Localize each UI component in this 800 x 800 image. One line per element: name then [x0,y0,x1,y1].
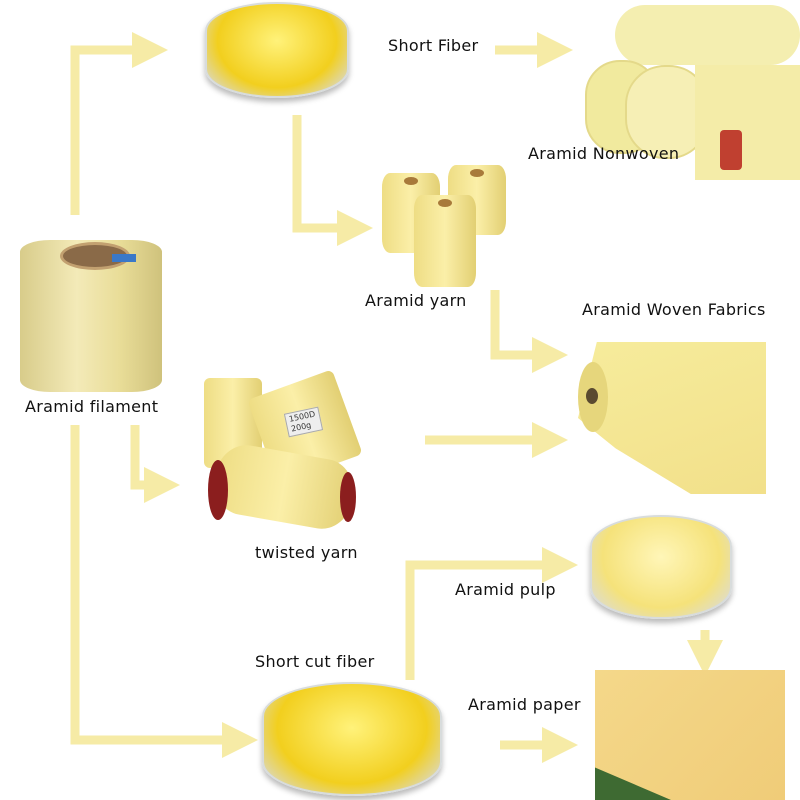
arrow-yarn-to-woven [490,290,568,373]
label-yarn: Aramid yarn [365,291,467,310]
label-short-fiber: Short Fiber [388,36,479,55]
arrow-filament-to-short-cut [70,425,258,758]
twisted-yarn-spools-image: 1500D 200g [200,369,363,535]
woven-fabric-roll-image [578,322,766,494]
label-nonwoven: Aramid Nonwoven [528,144,680,163]
label-twisted: twisted yarn [255,543,358,562]
short-fiber-bowl-image [205,2,349,98]
label-woven: Aramid Woven Fabrics [582,300,766,319]
aramid-paper-image [595,670,785,800]
label-short-cut: Short cut fiber [255,652,375,671]
pulp-bowl-image [590,515,732,619]
label-filament: Aramid filament [25,397,159,416]
arrow-short-cut-to-pulp [405,547,578,680]
filament-spool-image [20,240,162,392]
short-cut-fiber-bowl-image [262,682,442,796]
arrow-short-fiber-to-yarn [292,115,373,246]
arrow-filament-to-short-fiber [70,32,168,215]
nonwoven-rolls-image [585,5,800,180]
label-paper: Aramid paper [468,695,581,714]
arrow-filament-to-twisted [130,425,180,503]
label-pulp: Aramid pulp [455,580,556,599]
aramid-yarn-cones-image [380,165,510,290]
